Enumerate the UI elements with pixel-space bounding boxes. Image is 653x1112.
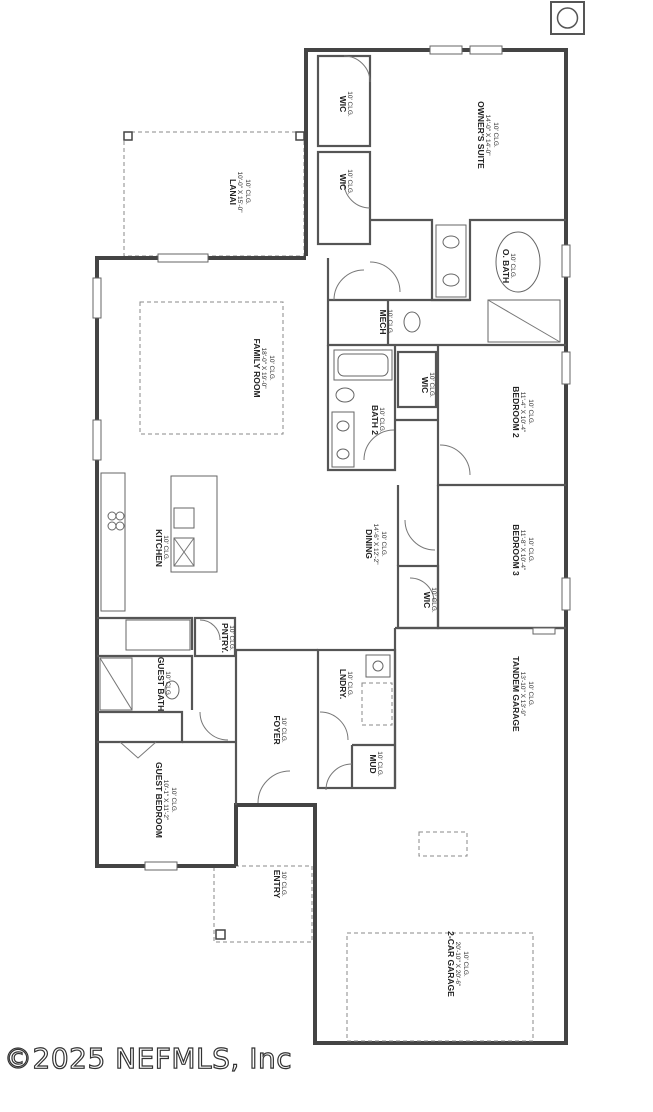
room-label-mech: MECH 10' CLG.: [378, 309, 393, 335]
room-label-wic-4: WIC 10' CLG.: [422, 587, 437, 613]
svg-text:14'-0" X 14'-0": 14'-0" X 14'-0": [484, 114, 491, 156]
svg-text:GUEST BEDROOM: GUEST BEDROOM: [154, 762, 164, 838]
svg-text:WIC: WIC: [338, 174, 348, 191]
svg-text:BEDROOM 2: BEDROOM 2: [511, 386, 521, 438]
svg-text:LNDRY.: LNDRY.: [338, 669, 348, 699]
svg-text:ENTRY: ENTRY: [272, 870, 282, 899]
svg-text:KITCHEN: KITCHEN: [154, 529, 164, 567]
room-label-wic-2: WIC 10' CLG.: [338, 169, 353, 195]
lanai-outline: [123, 131, 305, 257]
svg-text:GUEST BATH: GUEST BATH: [156, 657, 166, 712]
svg-text:10' CLG.: 10' CLG.: [164, 671, 171, 697]
room-label-bedroom-2: BEDROOM 2 11'-4" X 10'-4" 10' CLG.: [511, 386, 534, 438]
svg-text:WIC: WIC: [338, 96, 348, 113]
svg-text:2-CAR GARAGE: 2-CAR GARAGE: [446, 931, 456, 997]
room-label-dining: DINING 14'-6" X 12'-2" 10' CLG.: [364, 523, 387, 565]
svg-text:10' CLG.: 10' CLG.: [280, 871, 287, 897]
svg-text:10' CLG.: 10' CLG.: [170, 787, 177, 813]
room-label-family-room: FAMILY ROOM 18'-0" X 19'-0" 10' CLG.: [252, 338, 275, 397]
svg-text:MECH: MECH: [378, 309, 388, 334]
room-label-lanai: LANAI 10'-0" X 15'-0" 10' CLG.: [228, 171, 251, 213]
room-label-bedroom-3: BEDROOM 3 11'-8" X 10'-4" 10' CLG.: [511, 524, 534, 576]
interior-walls: [97, 54, 566, 805]
svg-text:10' CLG.: 10' CLG.: [346, 169, 353, 195]
svg-text:10' CLG.: 10' CLG.: [527, 399, 534, 425]
svg-text:11'-8" X 10'-4": 11'-8" X 10'-4": [519, 530, 526, 571]
svg-text:10' CLG.: 10' CLG.: [378, 407, 385, 433]
entry-porch-outline: [213, 865, 313, 943]
svg-text:TANDEM GARAGE: TANDEM GARAGE: [511, 656, 521, 732]
svg-text:FAMILY ROOM: FAMILY ROOM: [252, 338, 262, 397]
room-label-2-car-garage: 2-CAR GARAGE 20'-10" X 20'-6" 10' CLG.: [446, 931, 469, 997]
svg-text:10' CLG.: 10' CLG.: [492, 122, 499, 148]
plan-marker-icon: [550, 1, 585, 35]
svg-text:10' CLG.: 10' CLG.: [280, 717, 287, 743]
room-label-pntry: PNTRY. 10' CLG.: [220, 623, 235, 653]
svg-text:10' CLG.: 10' CLG.: [428, 372, 435, 398]
svg-text:18'-0" X 19'-0": 18'-0" X 19'-0": [260, 347, 267, 389]
svg-text:10' CLG.: 10' CLG.: [430, 587, 437, 613]
room-label-wic-1: WIC 10' CLG.: [338, 91, 353, 117]
svg-text:10'-0" X 15'-0": 10'-0" X 15'-0": [236, 171, 243, 213]
svg-text:10' CLG.: 10' CLG.: [346, 671, 353, 697]
room-label-entry: ENTRY 10' CLG.: [272, 870, 287, 899]
svg-text:10' CLG.: 10' CLG.: [228, 625, 235, 651]
svg-text:11'-4" X 10'-4": 11'-4" X 10'-4": [519, 392, 526, 433]
windows: [92, 45, 571, 871]
room-label-kitchen: KITCHEN 10' CLG.: [154, 529, 169, 567]
room-label-guest-bedroom: GUEST BEDROOM 10'-1" X 11'-2" 10' CLG.: [154, 762, 177, 838]
svg-text:10' CLG.: 10' CLG.: [244, 179, 251, 205]
room-label-lndry: LNDRY. 10' CLG.: [338, 669, 353, 699]
svg-text:LANAI: LANAI: [228, 179, 238, 205]
svg-text:10' CLG.: 10' CLG.: [527, 681, 534, 707]
svg-text:10' CLG.: 10' CLG.: [376, 751, 383, 777]
room-label-owners-suite: OWNER'S SUITE 14'-0" X 14'-0" 10' CLG.: [476, 101, 499, 169]
svg-text:14'-6" X 12'-2": 14'-6" X 12'-2": [372, 523, 379, 565]
svg-text:PNTRY.: PNTRY.: [220, 623, 230, 653]
room-label-foyer: FOYER 10' CLG.: [272, 715, 287, 744]
room-label-wic-3: WIC 10' CLG.: [420, 372, 435, 398]
svg-text:10'-1" X 11'-2": 10'-1" X 11'-2": [162, 780, 169, 821]
door-swings: [119, 55, 471, 804]
svg-text:10' CLG.: 10' CLG.: [380, 531, 387, 557]
svg-text:10' CLG.: 10' CLG.: [162, 535, 169, 561]
svg-text:13'-10" X 13'-9": 13'-10" X 13'-9": [519, 672, 526, 717]
svg-text:10' CLG.: 10' CLG.: [346, 91, 353, 117]
svg-text:20'-10" X 20'-6": 20'-10" X 20'-6": [454, 942, 461, 987]
copyright-watermark: ©2025 NEFMLS, Inc: [3, 1041, 293, 1075]
svg-text:WIC: WIC: [420, 377, 430, 394]
svg-text:10' CLG.: 10' CLG.: [527, 537, 534, 563]
room-label-mud: MUD 10' CLG.: [368, 751, 383, 777]
room-label-guest-bath: GUEST BATH 10' CLG.: [156, 657, 171, 712]
svg-text:MUD: MUD: [368, 754, 378, 773]
svg-text:10' CLG.: 10' CLG.: [462, 951, 469, 977]
svg-text:OWNER'S SUITE: OWNER'S SUITE: [476, 101, 486, 169]
svg-text:10' CLG.: 10' CLG.: [386, 309, 393, 335]
svg-text:10' CLG.: 10' CLG.: [268, 355, 275, 381]
svg-text:BATH 2: BATH 2: [370, 405, 380, 435]
svg-text:WIC: WIC: [422, 592, 432, 609]
svg-text:O. BATH: O. BATH: [501, 249, 511, 283]
svg-text:10' CLG.: 10' CLG.: [509, 253, 516, 279]
room-label-tandem-garage: TANDEM GARAGE 13'-10" X 13'-9" 10' CLG.: [511, 656, 534, 732]
fixtures: [99, 224, 561, 1042]
svg-text:BEDROOM 3: BEDROOM 3: [511, 524, 521, 576]
svg-text:FOYER: FOYER: [272, 715, 282, 744]
svg-text:DINING: DINING: [364, 529, 374, 559]
room-label-o-bath: O. BATH 10' CLG.: [501, 249, 516, 283]
room-label-bath-2: BATH 2 10' CLG.: [370, 405, 385, 435]
